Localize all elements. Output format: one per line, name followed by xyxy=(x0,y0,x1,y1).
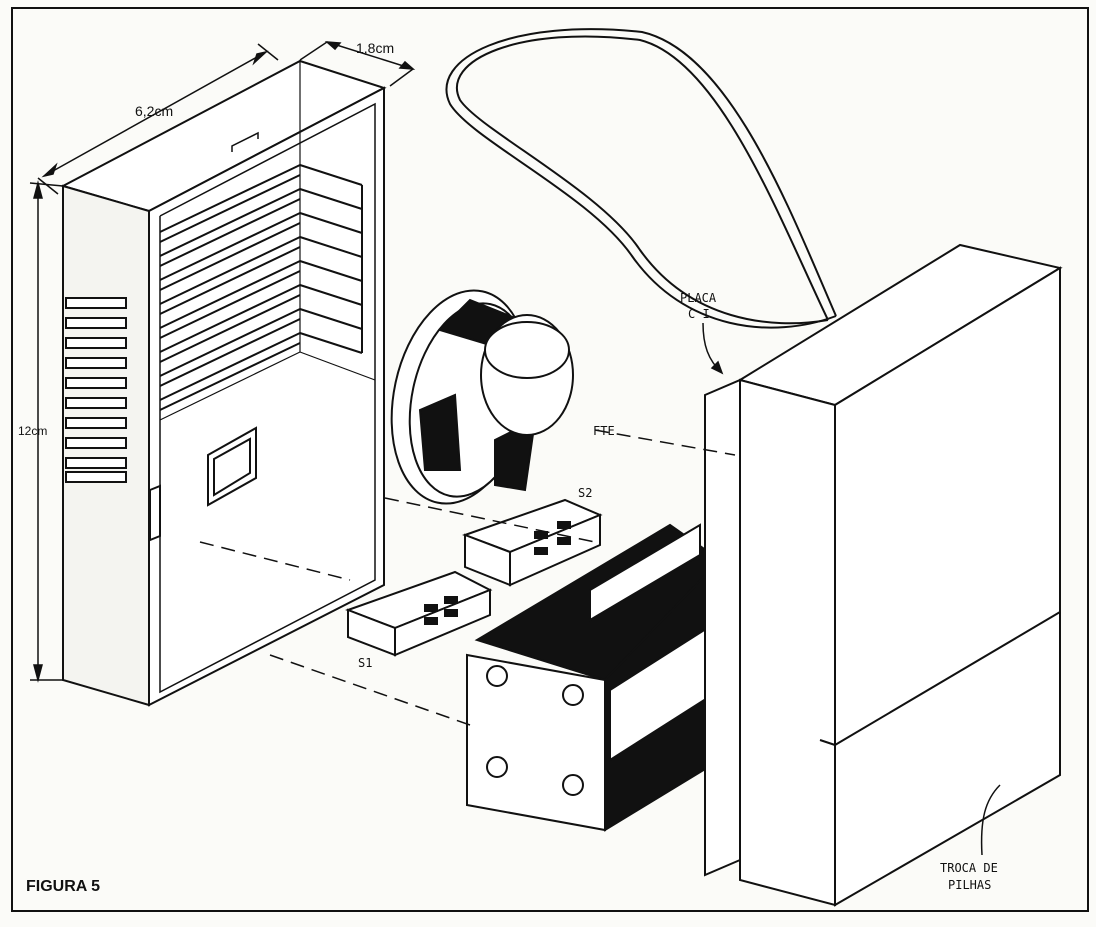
pointer-arrows xyxy=(702,322,1001,856)
fte-label: FTE xyxy=(593,424,615,438)
placa-label-line1: PLACA xyxy=(680,291,717,305)
switch-s1 xyxy=(345,570,493,657)
window-cutouts xyxy=(149,426,257,542)
speaker xyxy=(390,289,574,505)
dimension-height-label: 12cm xyxy=(18,424,47,438)
battery-holder xyxy=(466,523,722,832)
troca-label-line2: PILHAS xyxy=(948,878,991,892)
alignment-dashes xyxy=(199,429,736,726)
rear-cover xyxy=(704,243,1063,907)
dimension-lines xyxy=(29,41,416,683)
cable xyxy=(445,28,837,329)
grille-slots xyxy=(159,164,363,411)
troca-label-line1: TROCA DE xyxy=(940,861,998,875)
dimension-depth-label: 1,8cm xyxy=(356,40,394,56)
figure-caption: FIGURA 5 xyxy=(26,878,100,895)
dimension-width-label: 6,2cm xyxy=(135,103,173,119)
s2-label: S2 xyxy=(578,486,592,500)
side-slots xyxy=(65,297,127,483)
switch-s2 xyxy=(462,498,603,587)
s1-label: S1 xyxy=(358,656,372,670)
placa-label-line2: C I xyxy=(688,307,710,321)
